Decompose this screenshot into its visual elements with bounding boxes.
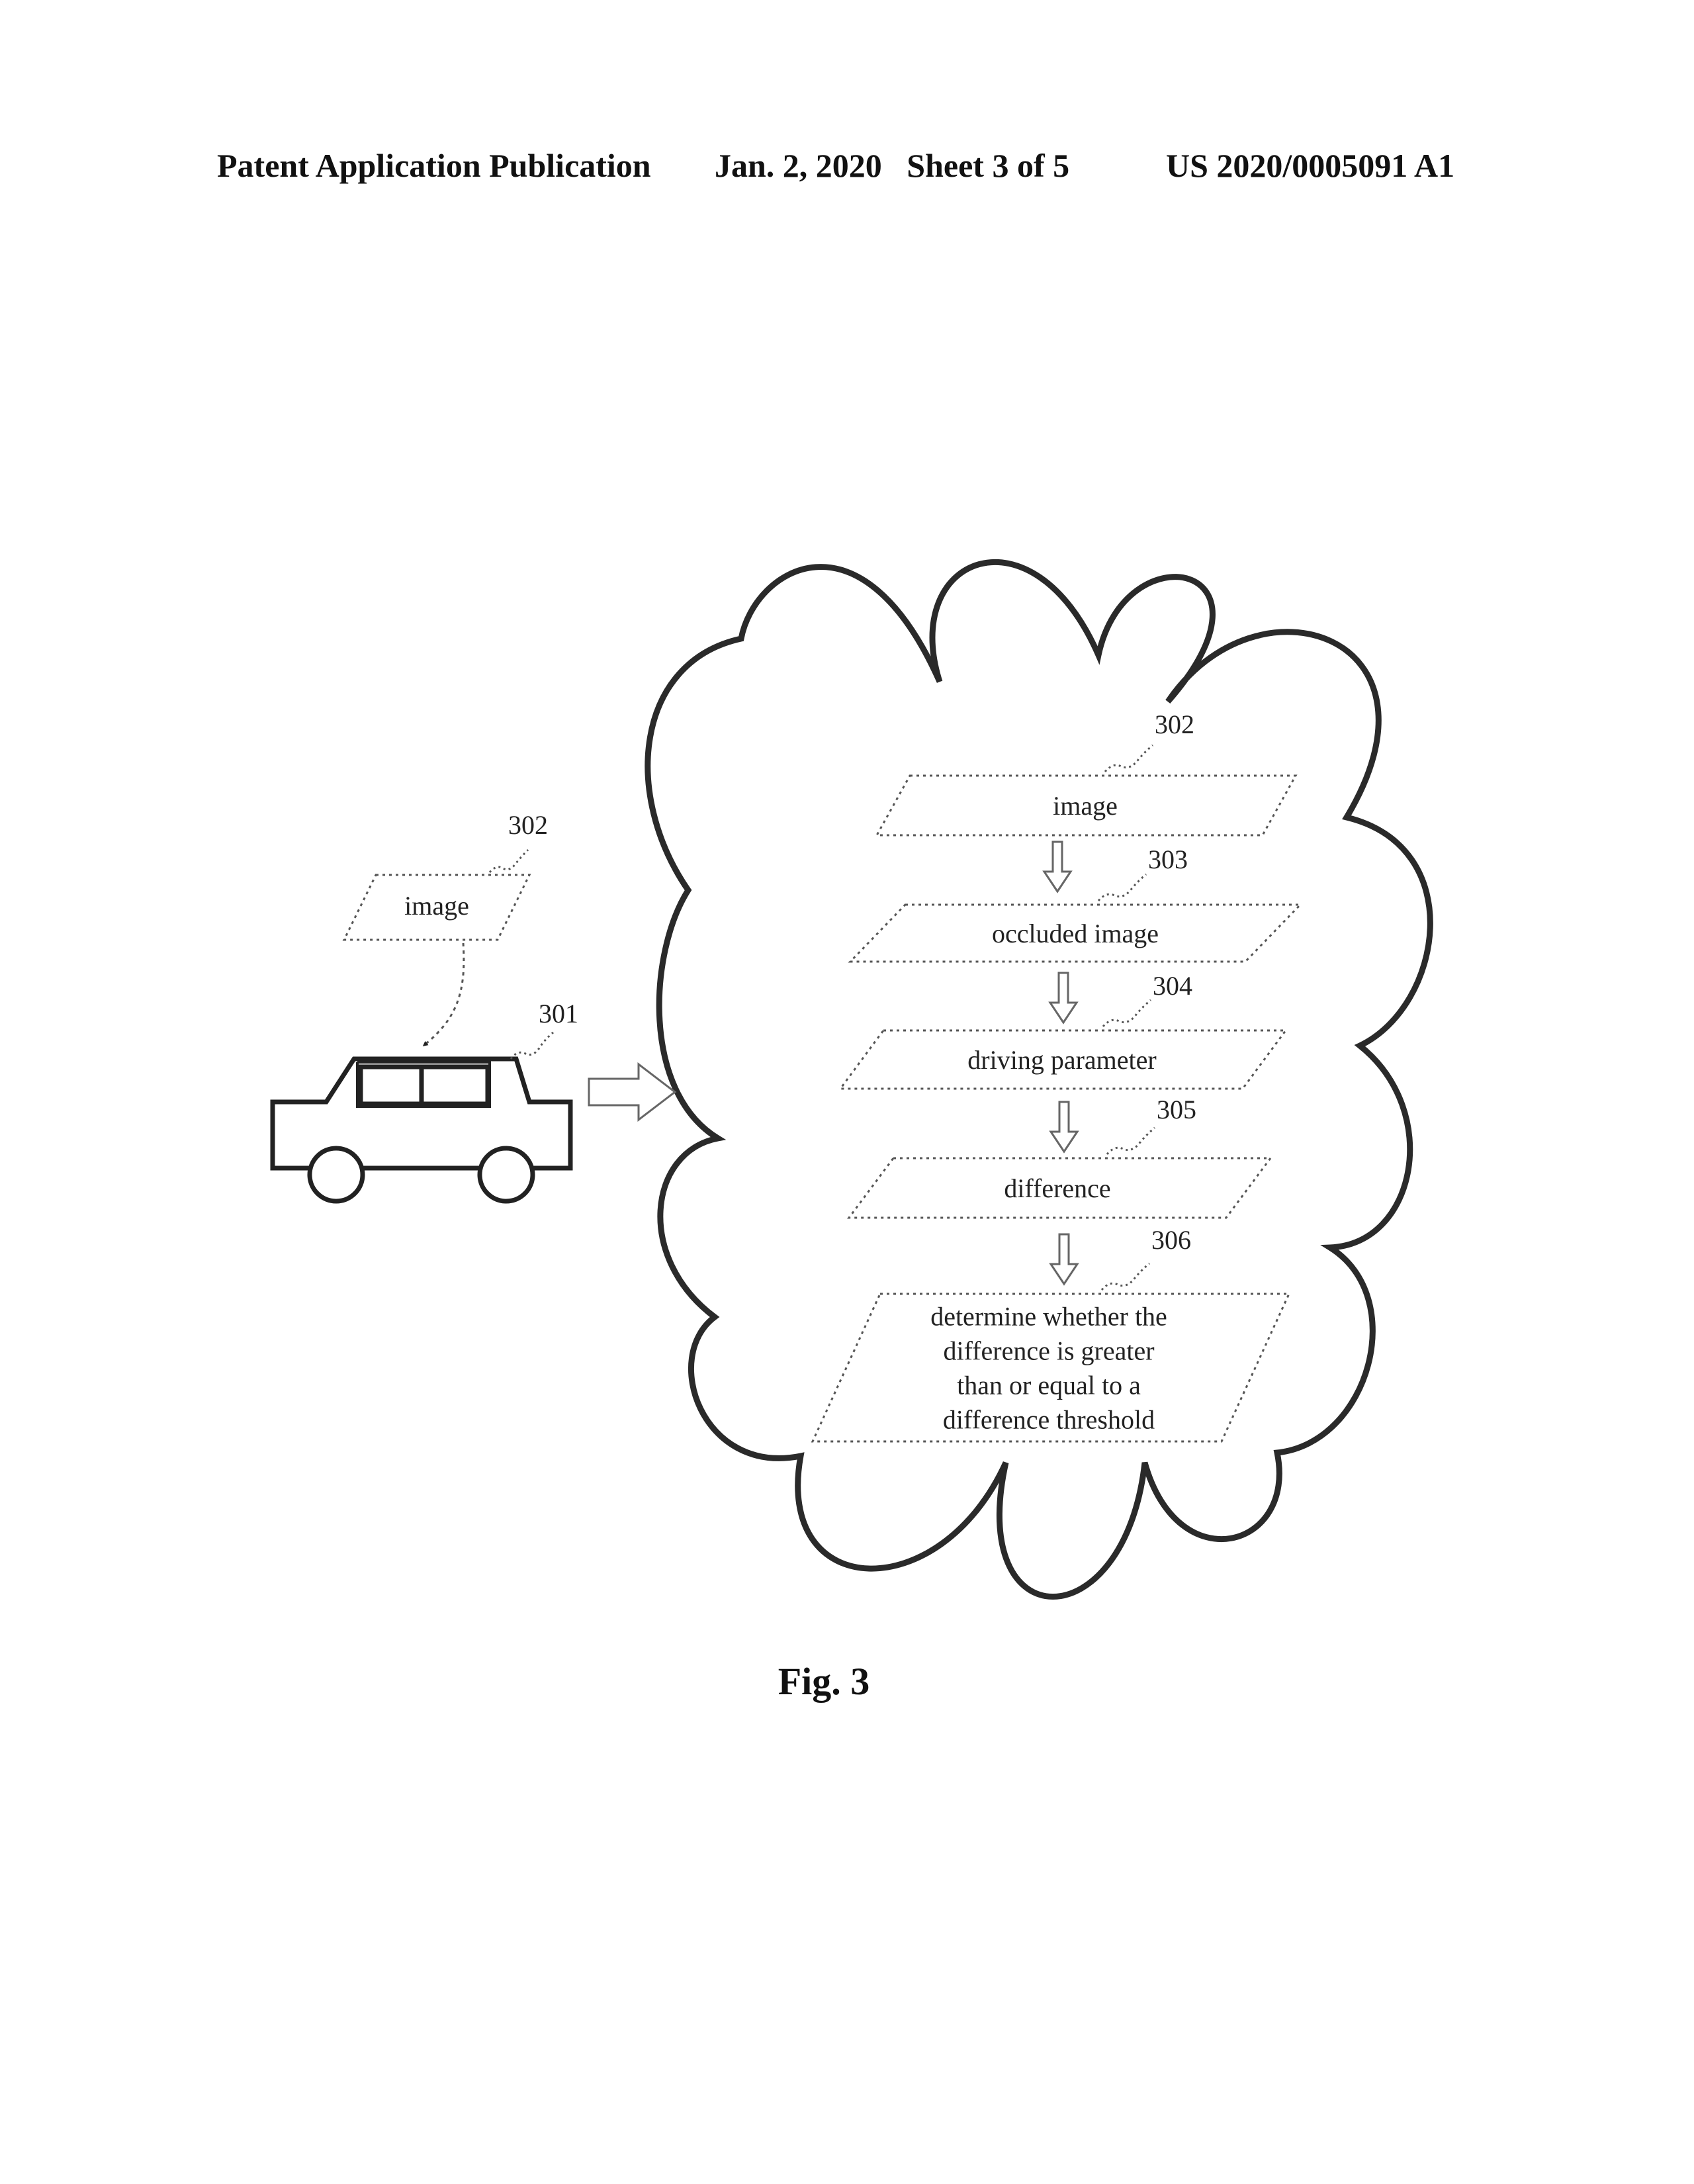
image-to-vehicle-arrow bbox=[422, 942, 465, 1047]
flow-box-4-ref: 305 bbox=[1157, 1095, 1196, 1124]
vehicle-leader-line bbox=[510, 1031, 554, 1060]
flow-arrow-1 bbox=[1042, 841, 1073, 893]
flow-box-2-leader-line bbox=[1097, 873, 1147, 902]
flow-box-3-ref: 304 bbox=[1153, 971, 1192, 1001]
flow-box-5-text-line: difference threshold bbox=[943, 1405, 1155, 1435]
flow-box-4-text-line: difference bbox=[1004, 1173, 1110, 1203]
vehicle-to-cloud-arrow bbox=[588, 1062, 677, 1122]
flow-box-5-text-line: determine whether the bbox=[930, 1302, 1167, 1332]
vehicle-image-box-ref: 302 bbox=[508, 810, 548, 840]
flow-arrow-3 bbox=[1049, 1101, 1079, 1154]
vehicle-ref: 301 bbox=[539, 999, 578, 1028]
vehicle-window-frame bbox=[356, 1061, 491, 1108]
vehicle-window-rear bbox=[419, 1064, 490, 1107]
flow-box-2-text-line: occluded image bbox=[992, 919, 1159, 948]
flow-box-1-text-line: image bbox=[1053, 791, 1118, 821]
header-publication: Patent Application Publication bbox=[217, 147, 651, 184]
vehicle-window-front bbox=[358, 1064, 424, 1107]
flow-box-5-text-line: than or equal to a bbox=[957, 1371, 1141, 1400]
vehicle-image-box-shape bbox=[342, 874, 531, 941]
flow-box-5-leader-line bbox=[1100, 1262, 1150, 1291]
flow-box-4 bbox=[847, 1157, 1272, 1219]
flow-box-5 bbox=[811, 1293, 1291, 1443]
header-date-sheet: Jan. 2, 2020 Sheet 3 of 5 bbox=[715, 147, 1070, 184]
flow-box-3-text-line: driving parameter bbox=[967, 1045, 1156, 1075]
vehicle-wheel-rear bbox=[477, 1146, 535, 1204]
leader-line bbox=[488, 848, 529, 873]
flow-box-4-leader-line bbox=[1106, 1126, 1155, 1156]
cloud-flow: image 302 occluded image 303 driving paramet… bbox=[811, 709, 1303, 1443]
flow-box-2 bbox=[848, 903, 1303, 963]
flow-box-1-leader-line bbox=[1104, 744, 1153, 773]
flow-box-1 bbox=[875, 774, 1298, 837]
flow-box-3-leader-line bbox=[1102, 999, 1151, 1028]
vehicle-wheel-front bbox=[307, 1146, 365, 1204]
header-patent-number: US 2020/0005091 A1 bbox=[1166, 147, 1455, 184]
flow-arrow-4 bbox=[1049, 1233, 1079, 1286]
flow-box-3 bbox=[838, 1029, 1288, 1090]
vehicle-image-box: image 302 bbox=[342, 810, 548, 941]
flow-box-2-ref: 303 bbox=[1148, 844, 1188, 874]
vehicle-body bbox=[270, 1056, 573, 1171]
vehicle-image-box-label: image bbox=[404, 891, 469, 921]
vehicle: 301 bbox=[270, 999, 578, 1204]
flow-arrow-2 bbox=[1048, 972, 1079, 1024]
figure-caption: Fig. 3 bbox=[778, 1660, 870, 1703]
cloud-outline bbox=[645, 559, 1433, 1600]
flow-box-5-text-line: difference is greater bbox=[943, 1336, 1154, 1366]
flow-box-1-ref: 302 bbox=[1155, 709, 1194, 739]
flow-box-5-ref: 306 bbox=[1151, 1225, 1191, 1255]
